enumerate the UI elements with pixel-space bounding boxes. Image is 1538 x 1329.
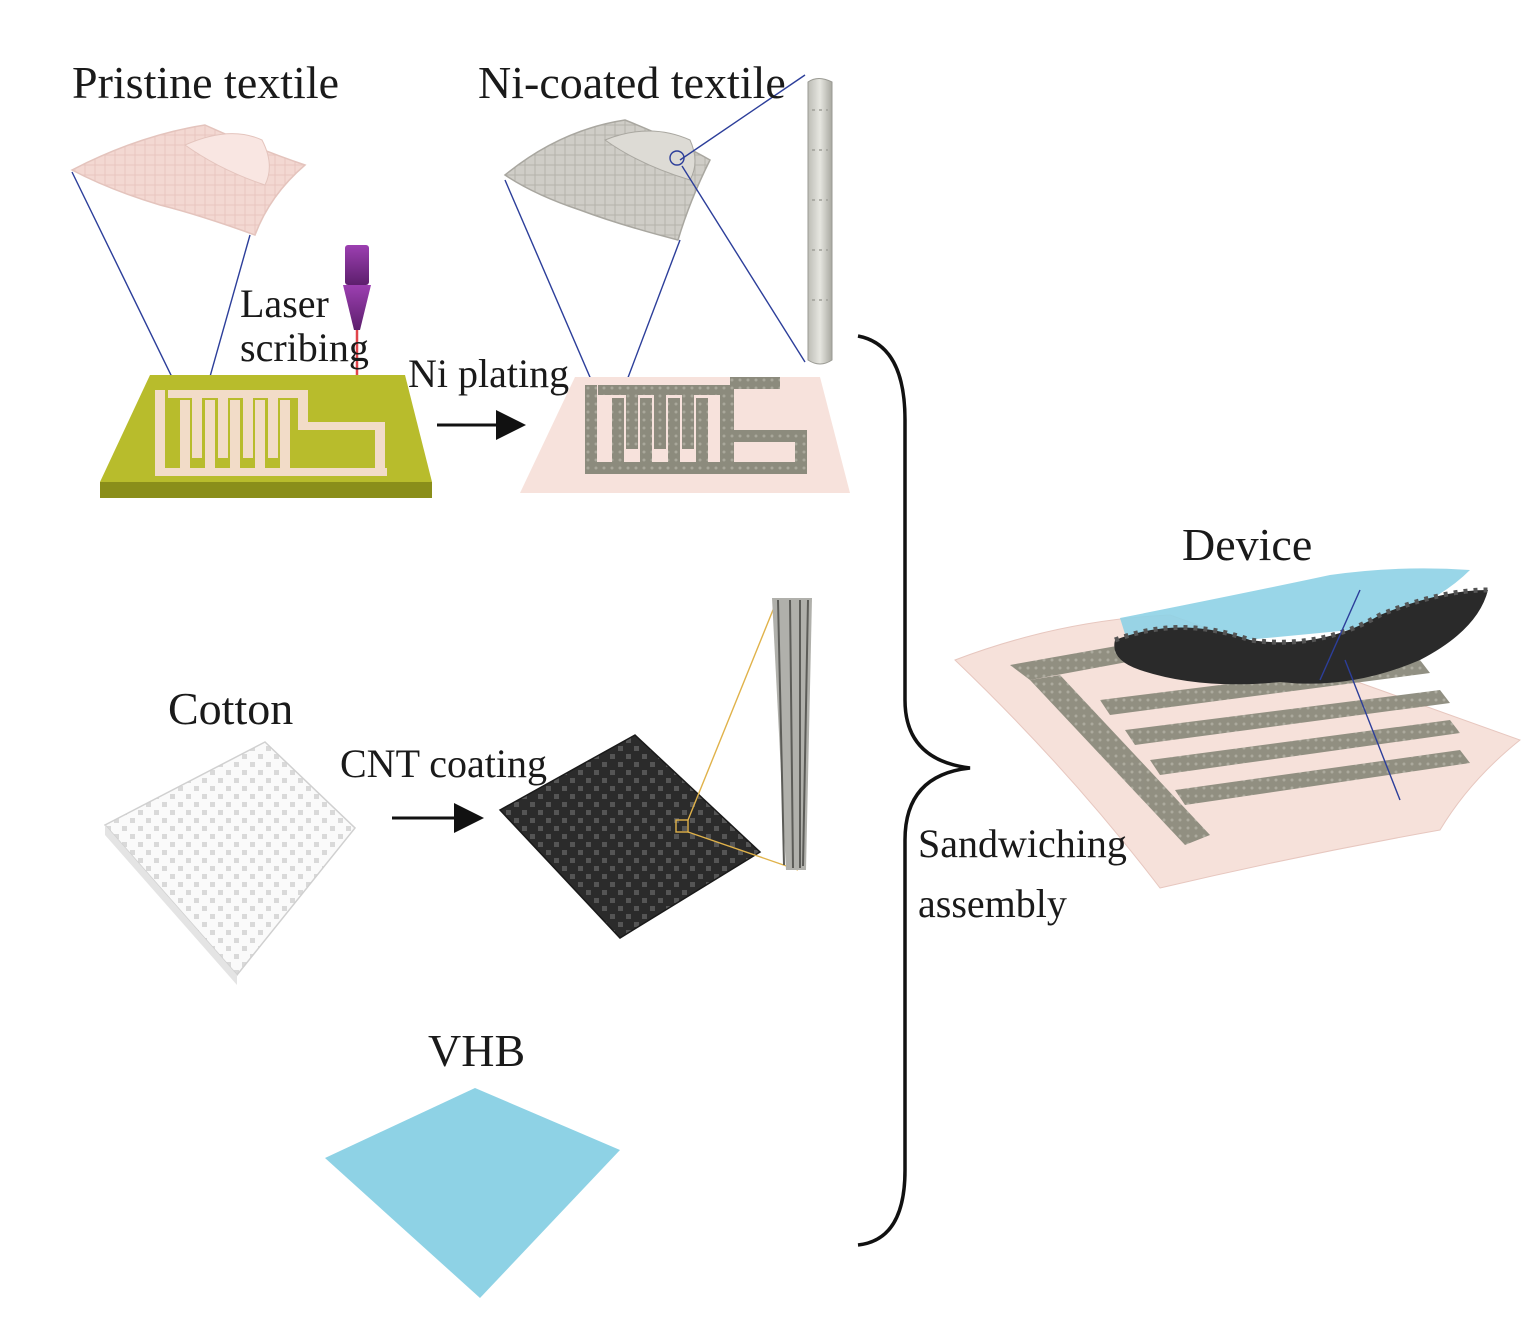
vhb-label: VHB — [428, 1025, 526, 1076]
ni-fiber-zoom — [807, 78, 833, 365]
cotton-fabric — [103, 741, 357, 985]
laser-substrate — [100, 375, 432, 498]
ni-plating-label: Ni plating — [408, 351, 570, 396]
assembly-brace — [857, 334, 971, 1247]
cotton-label: Cotton — [168, 683, 294, 734]
ni-substrate — [520, 377, 850, 493]
device-graphic — [954, 568, 1522, 889]
vhb-film — [325, 1088, 620, 1298]
cnt-coated-fabric — [498, 734, 762, 939]
device-label: Device — [1182, 519, 1313, 570]
cnt-fiber-zoom — [772, 598, 812, 870]
pristine-textile-fabric — [70, 124, 307, 236]
pristine-textile-label: Pristine textile — [72, 57, 340, 108]
sandwiching-label-line1: Sandwiching — [918, 821, 1127, 866]
ni-coated-textile-label: Ni-coated textile — [478, 57, 786, 108]
cnt-coating-label: CNT coating — [340, 741, 548, 786]
laser-scribing-label-line2: scribing — [240, 325, 369, 370]
cnt-zoom-lines — [675, 604, 799, 871]
laser-head-icon — [343, 245, 371, 392]
ni-coated-textile-fabric — [503, 119, 711, 241]
laser-scribing-label-line1: Laser — [240, 281, 329, 326]
sandwiching-label-line2: assembly — [918, 881, 1067, 926]
